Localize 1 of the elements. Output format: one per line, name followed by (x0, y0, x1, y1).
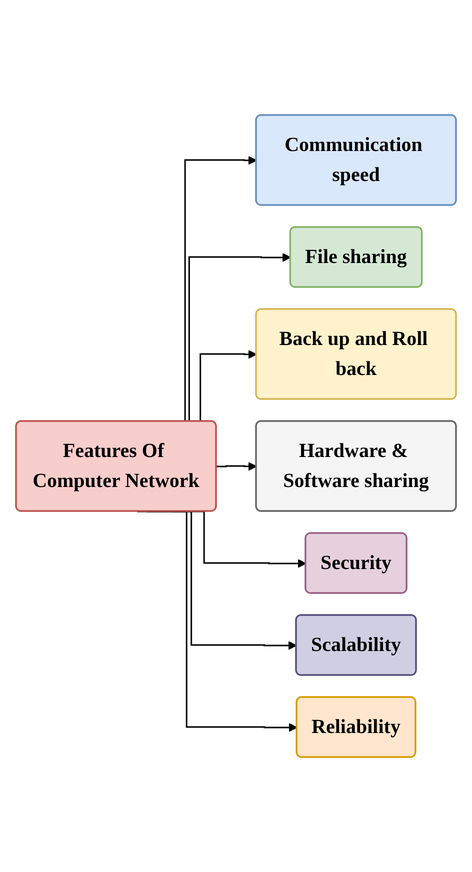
arrow (216, 462, 257, 471)
